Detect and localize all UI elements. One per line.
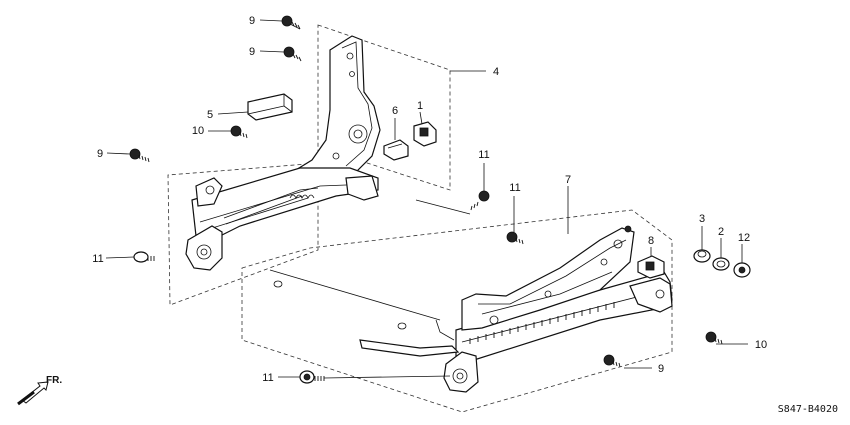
front-direction-arrow: FR. [17, 375, 62, 406]
bolt-part-9-left [129, 148, 150, 163]
bolt-part-10-lower [705, 331, 723, 345]
callout-9-d: 9 [658, 363, 664, 375]
washer-part-2 [712, 257, 730, 271]
diagram-code: S847-B4020 [778, 404, 838, 415]
callout-3: 3 [699, 213, 705, 225]
callout-9-a: 9 [249, 15, 255, 27]
callout-11-c: 11 [92, 253, 103, 265]
bolt-part-9-inner [624, 225, 632, 233]
nut-part-12 [733, 262, 751, 278]
bolt-part-11-left [133, 251, 155, 263]
callout-1: 1 [417, 100, 423, 112]
callout-11-d: 11 [262, 372, 273, 384]
bolt-part-11-lower [299, 370, 325, 384]
bolt-part-11-center [470, 190, 490, 211]
callout-10-b: 10 [755, 339, 767, 351]
front-label: FR. [46, 375, 62, 386]
nut-part-3 [693, 249, 711, 263]
callout-10-a: 10 [192, 125, 204, 137]
recliner-bracket-assembly [185, 35, 381, 271]
bracket-part-8 [637, 255, 665, 279]
knob-part-5 [247, 93, 293, 121]
callout-9-b: 9 [249, 46, 255, 58]
cover-part-6 [383, 139, 409, 161]
callout-12: 12 [738, 232, 750, 244]
clip-part-1 [413, 121, 437, 147]
callout-6: 6 [392, 105, 398, 117]
bolt-part-9-top [281, 15, 301, 30]
seat-adjuster-part-7 [269, 227, 673, 393]
lower-assembly-box [241, 209, 673, 413]
callout-2: 2 [718, 226, 724, 238]
callout-8: 8 [648, 235, 654, 247]
bolt-part-9-lower [603, 354, 621, 368]
bolt-part-10-upper [230, 125, 248, 139]
upper-assembly-box [167, 24, 451, 306]
callout-9-c: 9 [97, 148, 103, 160]
bolt-part-11-right [506, 231, 524, 245]
bolt-part-9-second [283, 46, 302, 62]
callout-7: 7 [565, 174, 571, 186]
callout-4: 4 [493, 66, 499, 78]
callout-11-b: 11 [509, 182, 520, 194]
callout-labels: 9 9 4 5 6 1 10 9 11 11 7 3 2 12 8 11 10 … [92, 15, 767, 384]
callout-11-a: 11 [478, 149, 489, 161]
leader-lines [105, 19, 748, 379]
callout-5: 5 [207, 109, 213, 121]
